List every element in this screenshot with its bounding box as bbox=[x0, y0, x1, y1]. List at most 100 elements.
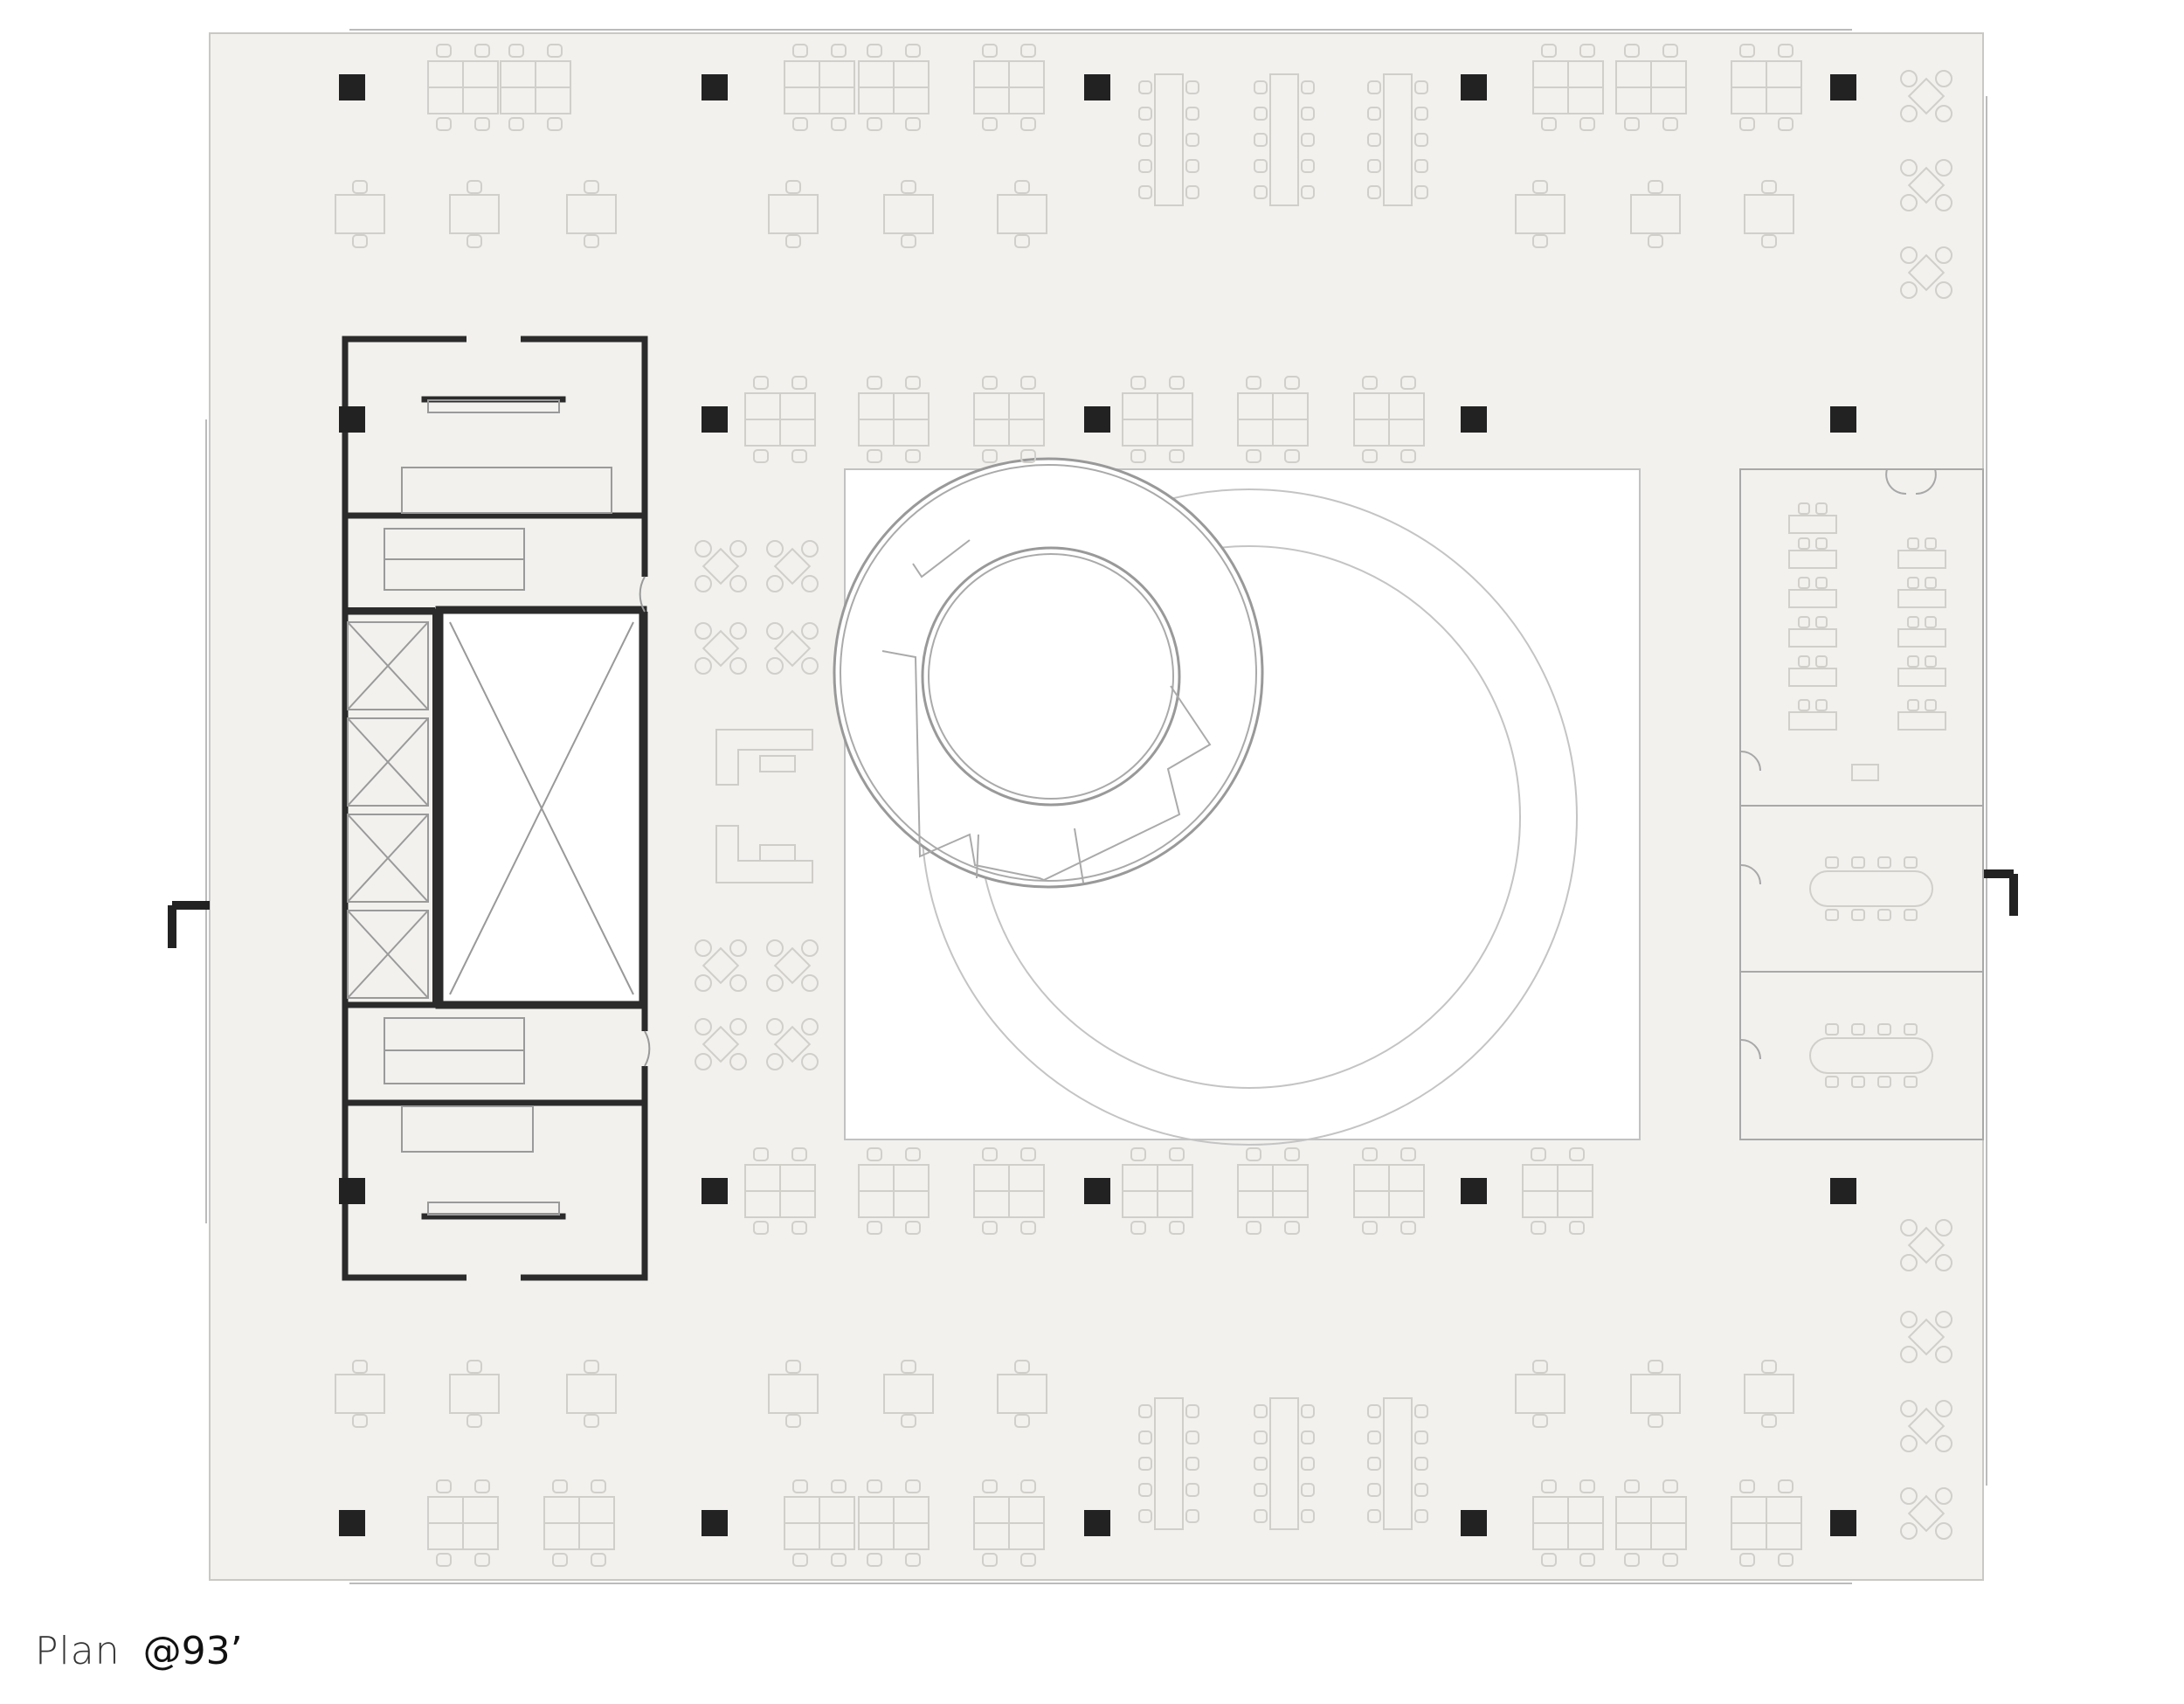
square-column-icon bbox=[1084, 406, 1110, 433]
square-column-icon bbox=[339, 1178, 365, 1204]
workstation-cluster-icon bbox=[858, 44, 930, 131]
square-column-icon bbox=[339, 1510, 365, 1536]
single-desk-icon bbox=[566, 1360, 617, 1428]
round-table-with-chairs-icon bbox=[766, 540, 819, 592]
workstation-cluster-icon bbox=[1122, 1147, 1193, 1235]
single-desk-icon bbox=[1515, 1360, 1565, 1428]
workstation-cluster-icon bbox=[1353, 376, 1425, 463]
workstation-cluster-icon bbox=[973, 1147, 1045, 1235]
single-desk-icon bbox=[1630, 1360, 1681, 1428]
square-column-icon bbox=[702, 1178, 728, 1204]
single-desk-icon bbox=[1788, 616, 1837, 648]
east-door-swings bbox=[1739, 468, 1937, 1060]
bench-table-icon bbox=[1367, 1397, 1428, 1530]
stall-row-bottom bbox=[401, 1105, 534, 1153]
single-desk-icon bbox=[768, 180, 819, 248]
elevator-cross-icon bbox=[347, 910, 429, 999]
fixtures-top bbox=[427, 399, 560, 413]
workstation-cluster-icon bbox=[1532, 1479, 1604, 1567]
single-desk-icon bbox=[1897, 655, 1946, 687]
columns bbox=[339, 74, 1856, 1536]
single-desk-icon bbox=[449, 1360, 500, 1428]
single-desk-icon bbox=[1788, 577, 1837, 608]
core-details bbox=[384, 399, 651, 1216]
single-desk-icon bbox=[768, 1360, 819, 1428]
drum-inner bbox=[921, 546, 1181, 807]
square-column-icon bbox=[1830, 1178, 1856, 1204]
single-desk-icon bbox=[1897, 577, 1946, 608]
single-desk-icon bbox=[1515, 180, 1565, 248]
workstation-cluster-icon bbox=[1615, 44, 1687, 131]
sofa-2 bbox=[715, 825, 813, 883]
freight-cross-2 bbox=[449, 621, 634, 995]
workstation-cluster-icon bbox=[1615, 1479, 1687, 1567]
round-table-with-chairs-icon bbox=[695, 540, 747, 592]
square-column-icon bbox=[702, 406, 728, 433]
workstation-cluster-icon bbox=[543, 1479, 615, 1567]
elevator-cross-icon bbox=[347, 814, 429, 903]
plan-label: Plan bbox=[35, 1629, 121, 1673]
plan-elevation: @93’ bbox=[142, 1629, 243, 1673]
round-table-with-chairs-icon bbox=[1900, 1311, 1952, 1363]
round-table-with-chairs-icon bbox=[1900, 1487, 1952, 1540]
single-desk-icon bbox=[1851, 764, 1879, 781]
round-table-with-chairs-icon bbox=[766, 939, 819, 992]
drum-outer-2 bbox=[840, 464, 1257, 882]
conference-table-icon bbox=[1809, 856, 1933, 921]
round-table-with-chairs-icon bbox=[1900, 159, 1952, 211]
single-desk-icon bbox=[1788, 537, 1837, 569]
single-desk-icon bbox=[883, 180, 934, 248]
round-table-with-chairs-icon bbox=[1900, 70, 1952, 122]
single-desk-icon bbox=[566, 180, 617, 248]
square-column-icon bbox=[702, 1510, 728, 1536]
bench-table-icon bbox=[1138, 73, 1199, 206]
round-table-with-chairs-icon bbox=[695, 939, 747, 992]
single-desk-icon bbox=[1897, 537, 1946, 569]
sofa-table-2 bbox=[759, 844, 796, 862]
round-table-with-chairs-icon bbox=[1900, 246, 1952, 299]
core-inner-walls bbox=[345, 607, 438, 1005]
round-table-with-chairs-icon bbox=[766, 1018, 819, 1070]
square-column-icon bbox=[1461, 1178, 1487, 1204]
workstation-cluster-icon bbox=[500, 44, 571, 131]
round-table-with-chairs-icon bbox=[1900, 1400, 1952, 1452]
square-column-icon bbox=[1830, 74, 1856, 100]
workstation-cluster-icon bbox=[1237, 1147, 1309, 1235]
workstation-cluster-icon bbox=[858, 1147, 930, 1235]
east-rooms bbox=[1739, 468, 1984, 1140]
workstation-cluster-icon bbox=[1237, 376, 1309, 463]
workstation-cluster-icon bbox=[858, 1479, 930, 1567]
core-wall-outer bbox=[342, 336, 648, 1281]
square-column-icon bbox=[1830, 1510, 1856, 1536]
section-marker-left bbox=[168, 901, 210, 948]
single-desk-icon bbox=[1897, 616, 1946, 648]
workstation-cluster-icon bbox=[784, 1479, 855, 1567]
square-column-icon bbox=[1084, 1510, 1110, 1536]
round-table-with-chairs-icon bbox=[695, 622, 747, 675]
workstation-cluster-icon bbox=[1731, 44, 1802, 131]
workstation-cluster-icon bbox=[427, 1479, 499, 1567]
single-desk-icon bbox=[883, 1360, 934, 1428]
workstation-cluster-icon bbox=[427, 44, 499, 131]
workstation-cluster-icon bbox=[1532, 44, 1604, 131]
single-desk-icon bbox=[1788, 699, 1837, 731]
plan-caption: Plan @93’ bbox=[35, 1632, 243, 1671]
core bbox=[342, 336, 648, 1281]
single-desk-icon bbox=[1744, 1360, 1794, 1428]
workstation-cluster-icon bbox=[744, 1147, 816, 1235]
spiral-stair bbox=[881, 539, 1212, 883]
single-desk-icon bbox=[335, 1360, 385, 1428]
square-column-icon bbox=[1084, 1178, 1110, 1204]
lounge-sofas bbox=[715, 729, 813, 883]
workstation-cluster-icon bbox=[784, 44, 855, 131]
square-column-icon bbox=[1084, 74, 1110, 100]
bench-table-icon bbox=[1367, 73, 1428, 206]
bench-table-icon bbox=[1138, 1397, 1199, 1530]
single-desk-icon bbox=[997, 180, 1047, 248]
single-desk-icon bbox=[1630, 180, 1681, 248]
urinal-partition-bottom bbox=[421, 1213, 566, 1220]
workstation-cluster-icon bbox=[973, 1479, 1045, 1567]
section-marker-right bbox=[1983, 869, 2018, 916]
workstation-cluster-icon bbox=[1122, 376, 1193, 463]
